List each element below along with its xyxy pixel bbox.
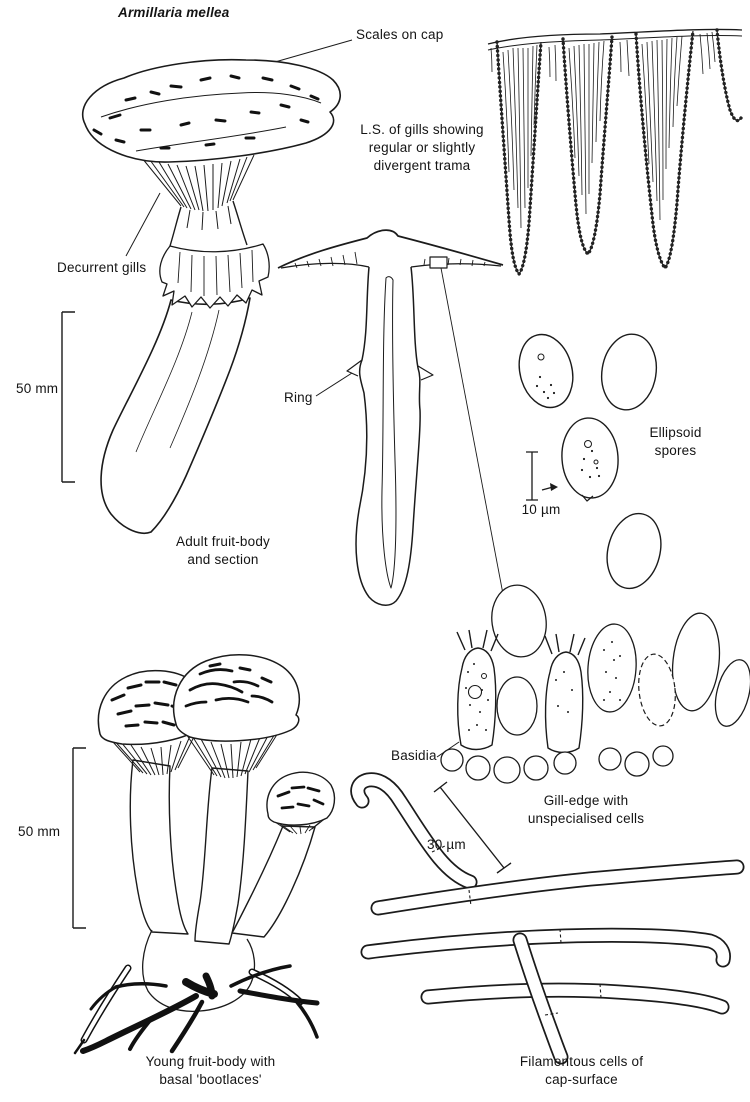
scale-bar-50mm-adult — [61, 311, 75, 483]
spores-illustration — [518, 333, 662, 590]
magnified-area-box — [429, 256, 448, 269]
label-ring: Ring — [284, 390, 313, 405]
scale-bar-30um — [433, 781, 512, 874]
label-ellipsoid-spores: Ellipsoid spores — [649, 425, 702, 459]
young-fruit-bodies-illustration — [73, 654, 336, 1055]
label-ls-of-gills: L.S. of gills showing regular or slightl… — [360, 122, 484, 174]
caption-young-fruit-body: Young fruit-body with basal 'bootlaces' — [145, 1054, 276, 1088]
scale-label-30um: 30 µm — [427, 837, 466, 852]
scale-bar-50mm-young — [72, 747, 86, 929]
scale-bar-marks — [61, 311, 538, 929]
scale-label-10um: 10 µm — [521, 502, 561, 517]
caption-gill-edge: Gill-edge with unspecialised cells — [527, 793, 645, 827]
caption-adult-fruit-body: Adult fruit-body and section — [176, 534, 270, 568]
figure-title: Armillaria mellea — [118, 5, 230, 20]
filamentous-cells-illustration — [350, 772, 745, 1065]
scale-bar-10um — [526, 451, 538, 501]
label-basidia: Basidia — [391, 748, 437, 763]
adult-fruit-body-illustration — [82, 58, 341, 534]
label-decurrent-gills: Decurrent gills — [57, 260, 147, 275]
fruit-body-section-illustration — [277, 229, 504, 606]
caption-filamentous-cells: Filamentous cells of cap-surface — [519, 1054, 644, 1088]
scale-label-50mm-adult: 50 mm — [16, 381, 59, 396]
label-scales-on-cap: Scales on cap — [356, 27, 444, 42]
gill-ls-illustration — [487, 28, 743, 277]
gill-edge-illustration — [440, 584, 750, 784]
scale-label-50mm-young: 50 mm — [18, 824, 61, 839]
